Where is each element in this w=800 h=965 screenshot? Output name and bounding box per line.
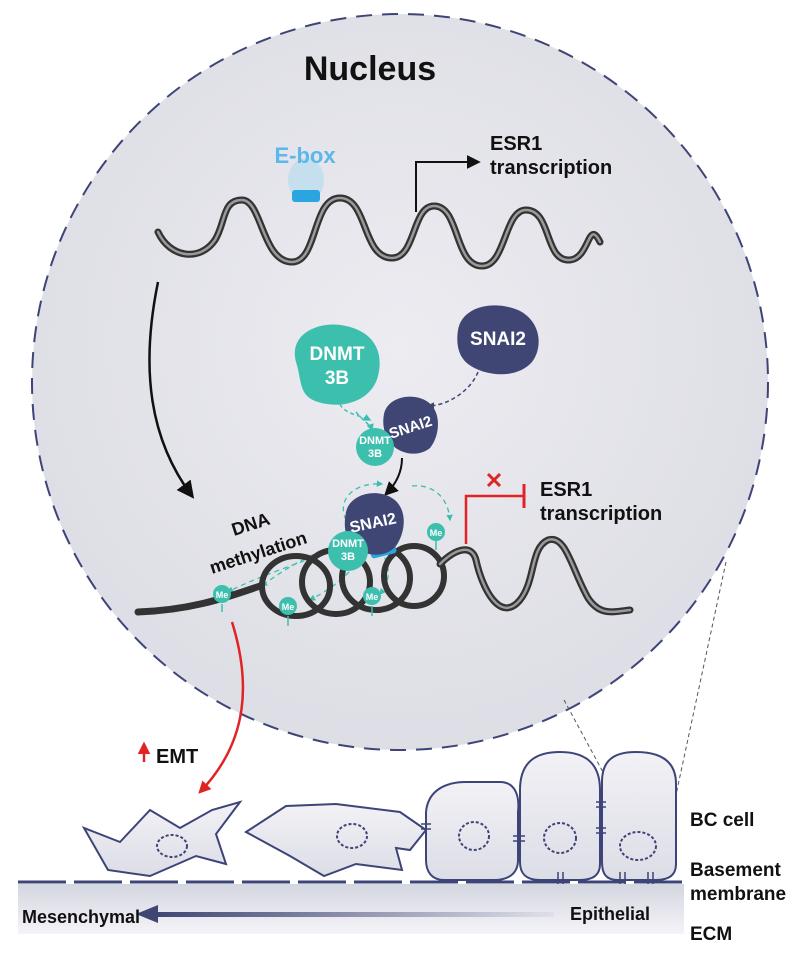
bc-cell-label: BC cell [690, 810, 754, 831]
dnmt3b-protein-free: DNMT 3B [294, 324, 380, 405]
methyl-mark: Me [279, 597, 297, 626]
dnmt3b-protein-small: DNMT 3B [356, 428, 394, 466]
svg-text:3B: 3B [368, 448, 382, 460]
svg-text:3B: 3B [325, 368, 349, 389]
cell-epithelial-2 [601, 750, 677, 881]
esr1-transcription-off-line1: ESR1 [540, 479, 592, 501]
svg-text:DNMT: DNMT [359, 435, 391, 447]
nucleus: Nucleus E-box ESR1 transcription DNMT 3B [31, 13, 769, 751]
snai2-protein-free: SNAI2 [457, 305, 539, 375]
cell-junctions [421, 801, 654, 884]
esr1-transcription-on-line1: ESR1 [490, 133, 542, 155]
svg-text:DNMT: DNMT [332, 538, 364, 550]
silenced-dna-strand [134, 535, 634, 619]
svg-text:Me: Me [366, 592, 379, 602]
ebox-label: E-box [274, 143, 336, 168]
ebox-marker: E-box [274, 143, 336, 202]
block-x-icon [486, 472, 502, 488]
cell-transitional [425, 781, 520, 881]
basement-membrane-label-line1: Basement [690, 860, 781, 881]
epithelial-cells [81, 750, 677, 881]
svg-text:SNAI2: SNAI2 [470, 329, 526, 350]
esr1-repression-indicator [464, 472, 526, 544]
esr1-transcription-on-line2: transcription [490, 157, 612, 179]
basement-membrane-label-line2: membrane [690, 884, 786, 905]
dnmt3b-protein-bound: DNMT 3B [328, 531, 368, 571]
svg-text:Me: Me [216, 590, 229, 600]
ecm-label: ECM [690, 924, 732, 945]
esr1-transcription-off-line2: transcription [540, 503, 662, 525]
svg-text:3B: 3B [341, 551, 355, 563]
methyl-mark: Me [213, 585, 231, 612]
emt-indicator: EMT [137, 741, 198, 768]
dnmt3b-recruit-arrow [339, 403, 372, 421]
cell-epithelial-1 [519, 750, 601, 881]
svg-text:DNMT: DNMT [310, 344, 365, 365]
epithelial-label: Epithelial [570, 904, 650, 924]
nucleus-circle [31, 13, 769, 751]
methyl-mark: Me [363, 587, 381, 616]
svg-text:Me: Me [430, 528, 443, 538]
nucleus-title: Nucleus [304, 50, 436, 88]
ecm-layer [18, 884, 684, 934]
epithelial-to-mesenchymal-arrow [136, 905, 554, 923]
snai2-protein-small: SNAI2 [383, 396, 438, 454]
svg-text:Me: Me [282, 602, 295, 612]
complex-binding-arrow [384, 457, 403, 496]
esr1-active-arrow [415, 155, 481, 212]
snai2-recruit-arrow [426, 371, 479, 410]
cell-mesenchymal-2 [244, 802, 428, 878]
emt-red-arrow [198, 621, 245, 794]
active-dna-strand [154, 194, 604, 270]
methylation-transition-arrow [148, 281, 195, 499]
methyl-mark: Me [427, 523, 445, 550]
emt-label: EMT [156, 746, 198, 768]
mesenchymal-label: Mesenchymal [22, 907, 140, 927]
